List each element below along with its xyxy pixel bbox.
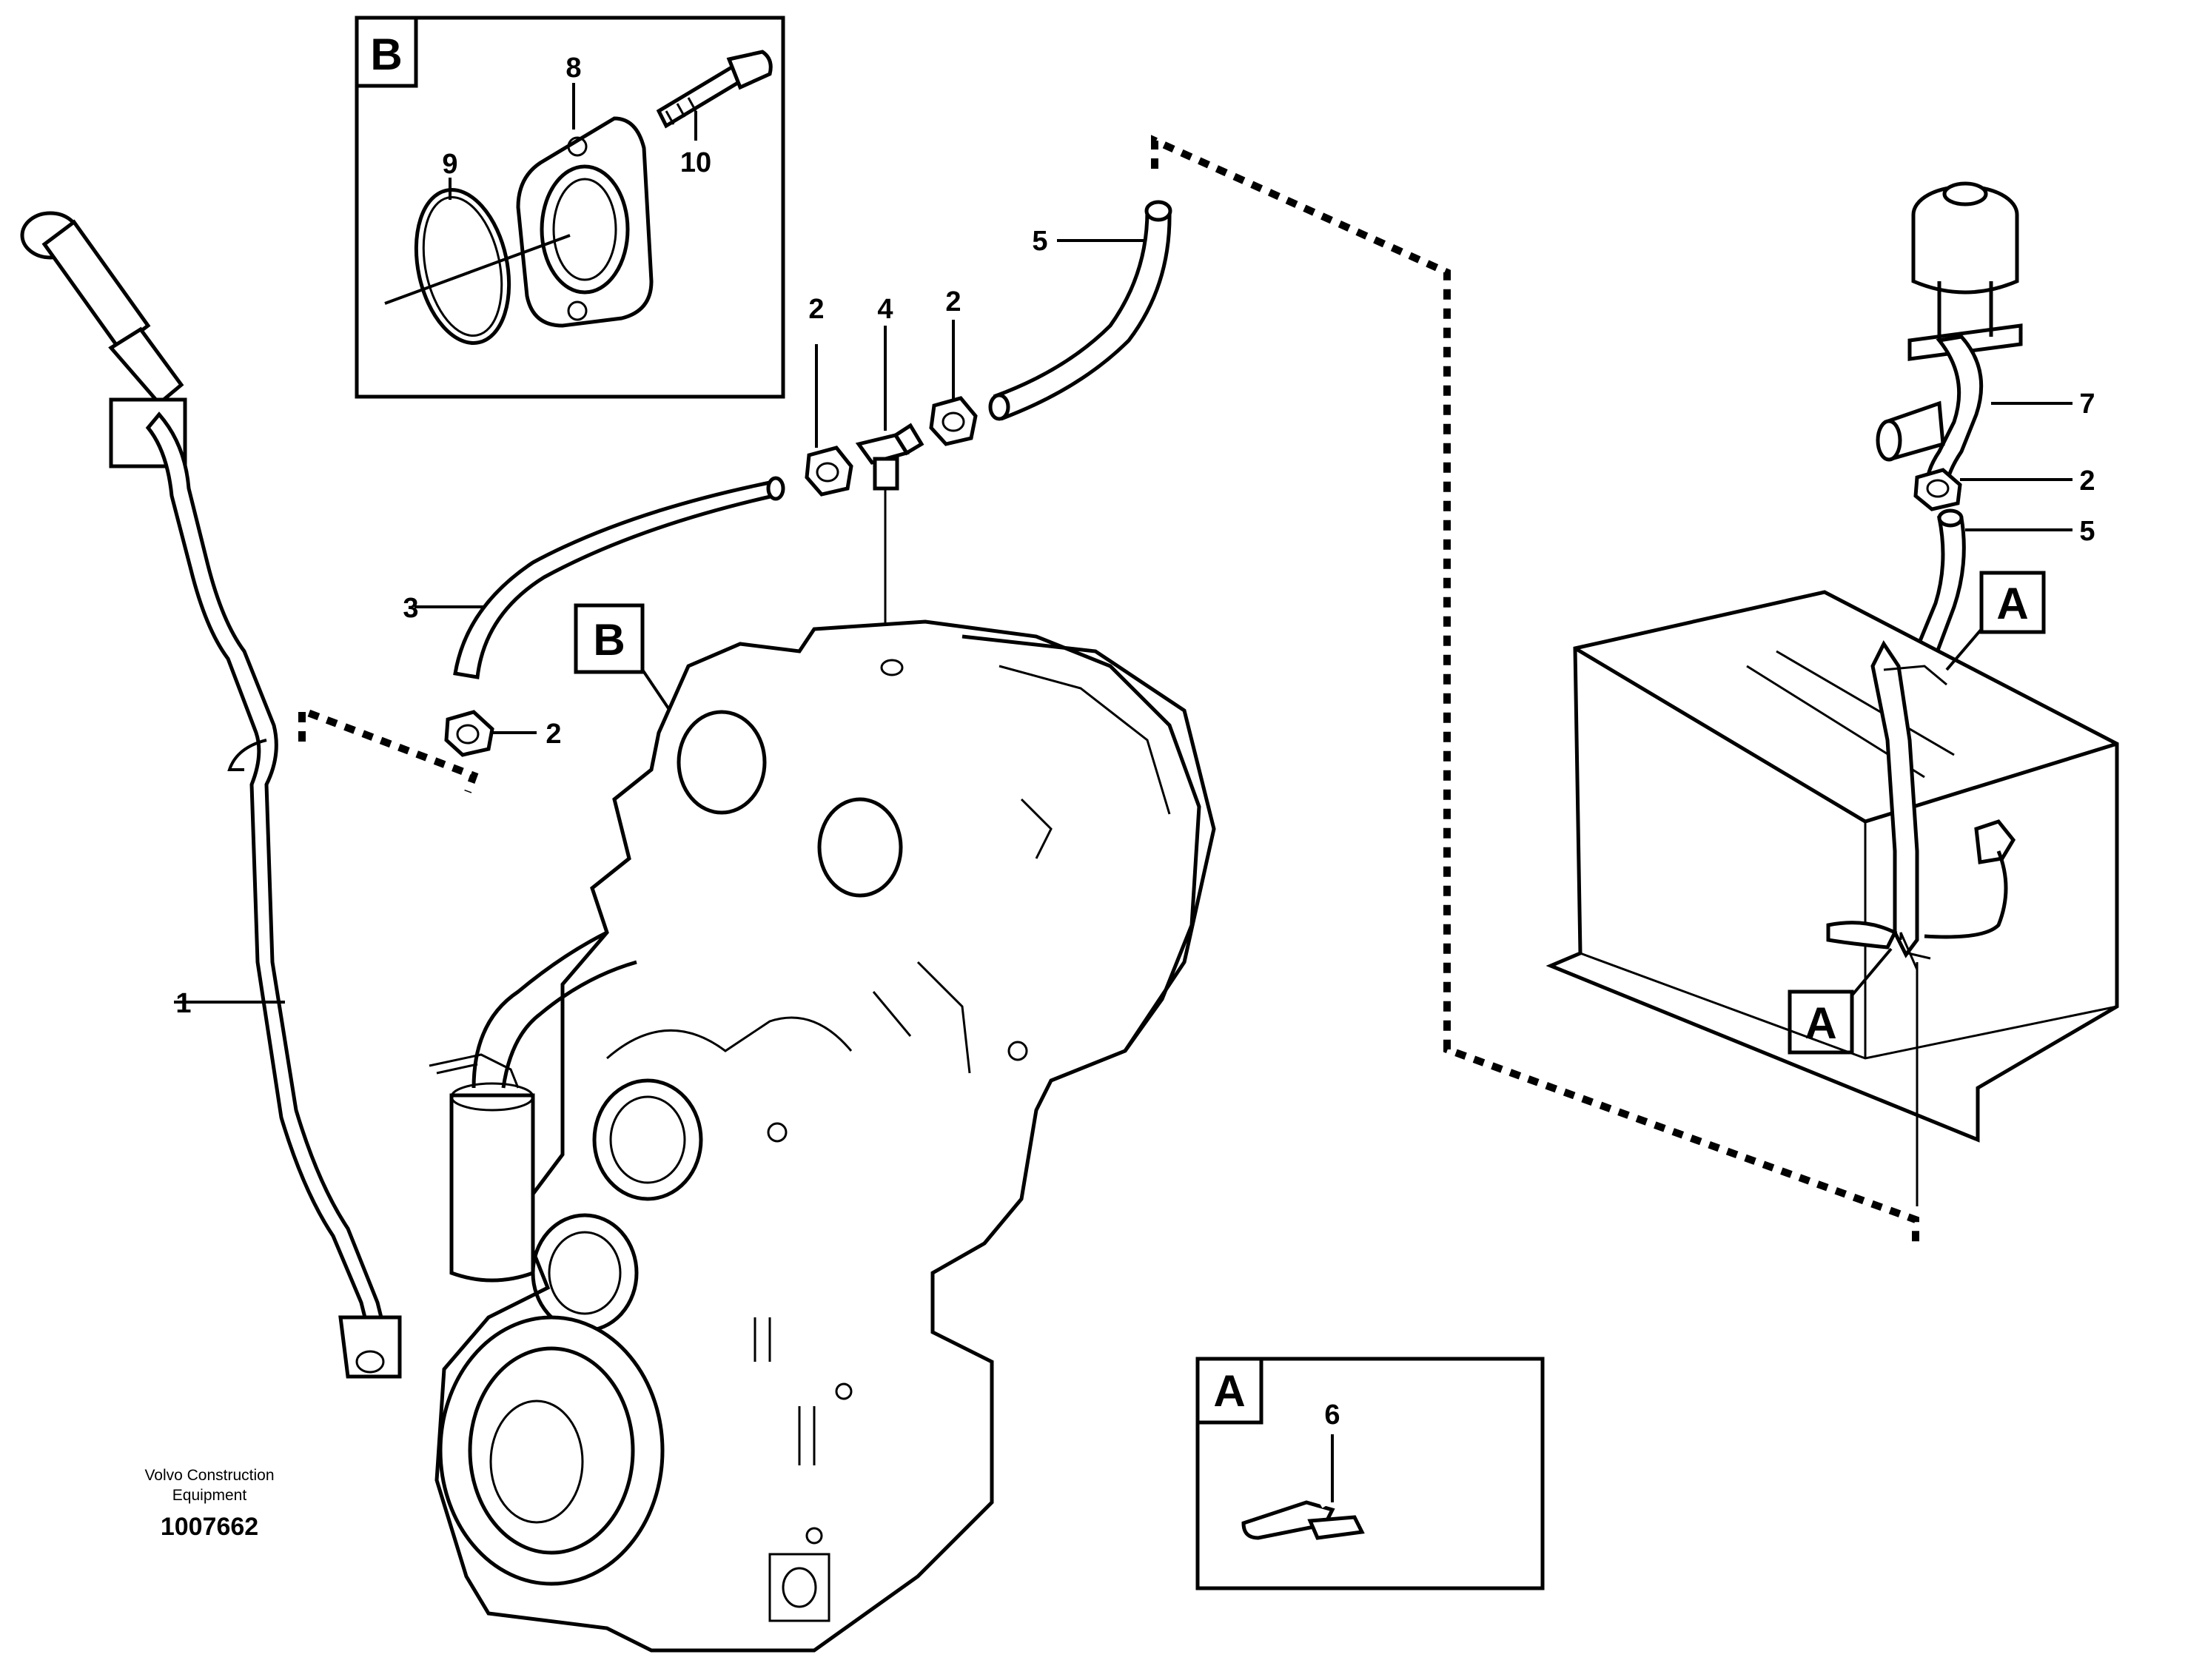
callout-1: 1	[175, 988, 191, 1019]
callout-8: 8	[565, 53, 581, 84]
output-flange	[438, 1315, 665, 1586]
view-b-label: B	[593, 615, 625, 665]
callout-5-left: 5	[1032, 226, 1047, 257]
hose-clamp-lower	[444, 710, 494, 757]
view-a-label-lower: A	[1805, 998, 1836, 1048]
callout-2-mid: 2	[808, 294, 824, 325]
view-a-tag-upper: A	[1945, 571, 2046, 671]
flange-part	[516, 116, 654, 328]
breather-hose-5-right	[1907, 508, 1966, 668]
detail-box-b-label: B	[370, 30, 402, 79]
callout-9: 9	[442, 149, 457, 180]
view-b-tag: B	[574, 603, 671, 712]
view-a-label-upper: A	[1996, 579, 2028, 628]
t-connector	[855, 423, 924, 491]
oil-filter	[449, 1093, 535, 1283]
detail-box-a: A 6	[1195, 1357, 1545, 1590]
callout-10: 10	[680, 147, 711, 178]
dashed-route-left	[298, 705, 479, 793]
hose-clamp-right	[1913, 468, 1962, 511]
cable-tie-part	[1241, 1470, 1486, 1565]
dashed-route-right	[1151, 135, 1919, 1245]
hose-clamp-mid	[805, 446, 853, 497]
detail-box-a-label: A	[1213, 1366, 1245, 1416]
breather-pipe-7	[1876, 335, 1984, 491]
callout-2-lower-left: 2	[546, 719, 561, 750]
breather-hose-3	[453, 476, 785, 679]
hydraulic-tank	[1545, 590, 2119, 1206]
housing-port-upper-left	[677, 710, 767, 815]
detail-box-b: B 8 9 10	[355, 16, 785, 399]
callout-7: 7	[2079, 389, 2095, 420]
breather-hose-5-upper	[988, 200, 1172, 421]
callout-2-right: 2	[2079, 466, 2095, 497]
drawing-number: 1007662	[161, 1513, 258, 1541]
housing-port-upper-right	[817, 797, 903, 898]
callout-5-right: 5	[2079, 516, 2095, 547]
filler-pipe	[20, 211, 402, 1379]
company-name-line2: Equipment	[172, 1487, 247, 1504]
view-a-tag-lower: A	[1788, 947, 1893, 1055]
o-ring-part	[414, 188, 511, 345]
breather-filter	[1907, 181, 2023, 361]
callout-3: 3	[403, 593, 418, 624]
bolt-part	[656, 50, 773, 129]
company-name-line1: Volvo Construction	[144, 1467, 274, 1484]
hose-clamp-upper	[929, 396, 978, 446]
transmission-housing	[429, 619, 1216, 1653]
callout-4: 4	[877, 294, 893, 325]
callout-2-upper: 2	[945, 286, 961, 317]
callout-6: 6	[1324, 1400, 1340, 1431]
